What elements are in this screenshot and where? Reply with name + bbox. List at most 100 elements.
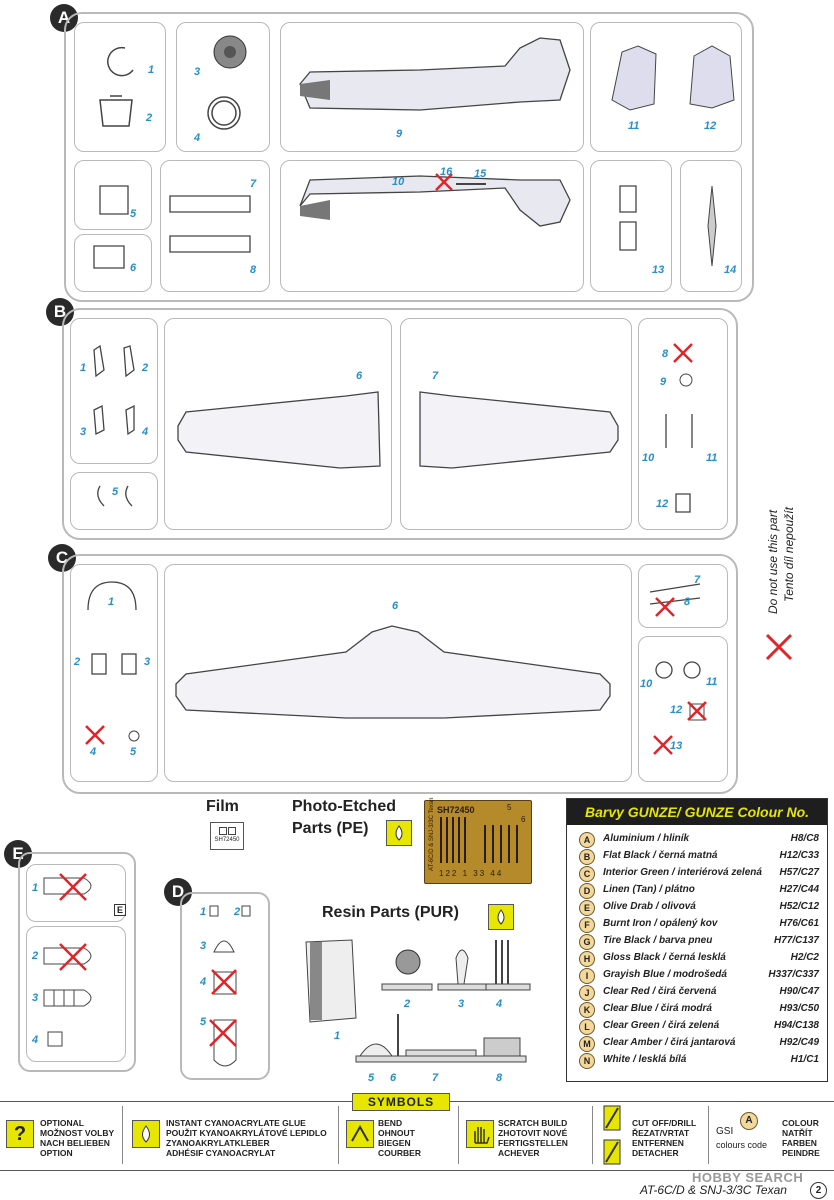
b-part-1: 1 [80,362,87,374]
resin-part-5: 5 [368,1072,375,1084]
d-part-5: 5 [200,1016,207,1028]
resin-part-2: 2 [404,998,411,1010]
e-part-1: 1 [32,882,39,894]
sprue-a-cell-9 [590,160,672,292]
a-part-15: 15 [474,168,487,180]
a-part-14: 14 [724,264,737,276]
cut-icon [600,1104,624,1166]
a-part-16: 16 [440,166,453,178]
do-not-use-cross-icon [765,633,793,661]
resin-part-3: 3 [458,998,465,1010]
sprue-d-drawing [209,905,251,1067]
c-part-7: 7 [694,574,701,586]
pe-n6: 6 [521,815,526,824]
sprue-e-2-cross [59,943,87,971]
sprue-e-tag: E [114,904,127,916]
c-part-8: 8 [684,596,691,608]
sprue-c-cell-3 [638,564,728,628]
film-code: SH72450 [214,837,240,843]
sprue-e-drawing [43,877,92,1047]
c-part-5: 5 [130,746,137,758]
sprue-d-4-cross [211,969,237,995]
pe-title-line1: Photo-Etched [292,798,396,815]
glue-drop-icon [132,1120,160,1148]
c-part-1: 1 [108,596,115,608]
do-not-use-note-line1: Do not use this part [766,509,780,614]
sprue-e-frame [18,852,136,1072]
b-part-6: 6 [356,370,363,382]
a-part-11: 11 [628,120,640,132]
sprue-b-drawing [93,344,693,513]
resin-drawing [305,939,531,1063]
symbol-colour-gsi: GSI [716,1126,734,1137]
pe-title-line2: Parts (PE) [292,820,369,837]
d-part-3: 3 [200,940,207,952]
symbol-colour-code-label: colours code [716,1140,768,1150]
a-part-9: 9 [396,128,403,140]
c-part-6: 6 [392,600,399,612]
bend-icon [346,1120,374,1148]
e-part-4: 4 [32,1034,39,1046]
resin-part-7: 7 [432,1072,439,1084]
resin-title: Resin Parts (PUR) [322,904,459,921]
sprue-b-cell-1 [70,318,158,464]
b-part-11: 11 [706,452,718,464]
sprue-a-cell-6 [74,234,152,292]
sprue-c-cell-1 [70,564,158,782]
sprue-e-1-cross [59,873,87,901]
a-part-5: 5 [130,208,137,220]
resin-part-4: 4 [496,998,503,1010]
b-part-9: 9 [660,376,667,388]
pe-n5: 5 [507,803,512,812]
symbols-title: SYMBOLS [352,1093,450,1111]
film-part: SH72450 [210,822,244,850]
film-title: Film [206,798,239,815]
pe-side-text: AT-6C/D & SNJ-3/3C Texan [429,797,435,871]
pe-glue-drop-icon [386,820,412,846]
a-part-10: 10 [392,176,405,188]
resin-part-6: 6 [390,1072,397,1084]
sprue-a-frame [64,12,754,302]
b-part-5: 5 [112,486,119,498]
sprue-a-cell-7 [160,160,270,292]
hobby-search-watermark: HOBBY SEARCH [692,1170,804,1185]
b-part-4: 4 [142,426,149,438]
e-part-3: 3 [32,992,39,1004]
sprue-b-cell-2 [70,472,158,530]
c-part-11: 11 [706,676,718,688]
resin-part-8: 8 [496,1072,503,1084]
sprue-d-5-cross [209,1019,237,1047]
hand-icon [466,1120,494,1148]
sprue-e-cell-1 [26,864,126,922]
footer-title: AT-6C/D & SNJ-3/3C Texan [640,1183,787,1197]
b-part-3: 3 [80,426,87,438]
e-part-2: 2 [32,950,39,962]
a-part-4: 4 [194,132,201,144]
a-part-7: 7 [250,178,257,190]
sprue-a-16-cross [435,173,453,191]
sprue-d-frame [180,892,270,1080]
sprue-a-cell-1 [74,22,166,152]
d-part-2: 2 [234,906,241,918]
pe-bottom-numbers: 122 1 33 44 [439,869,504,878]
b-part-12: 12 [656,498,669,510]
c-part-3: 3 [144,656,151,668]
a-part-12: 12 [704,120,717,132]
sprue-c-frame [62,554,738,794]
c-part-13: 13 [670,740,683,752]
